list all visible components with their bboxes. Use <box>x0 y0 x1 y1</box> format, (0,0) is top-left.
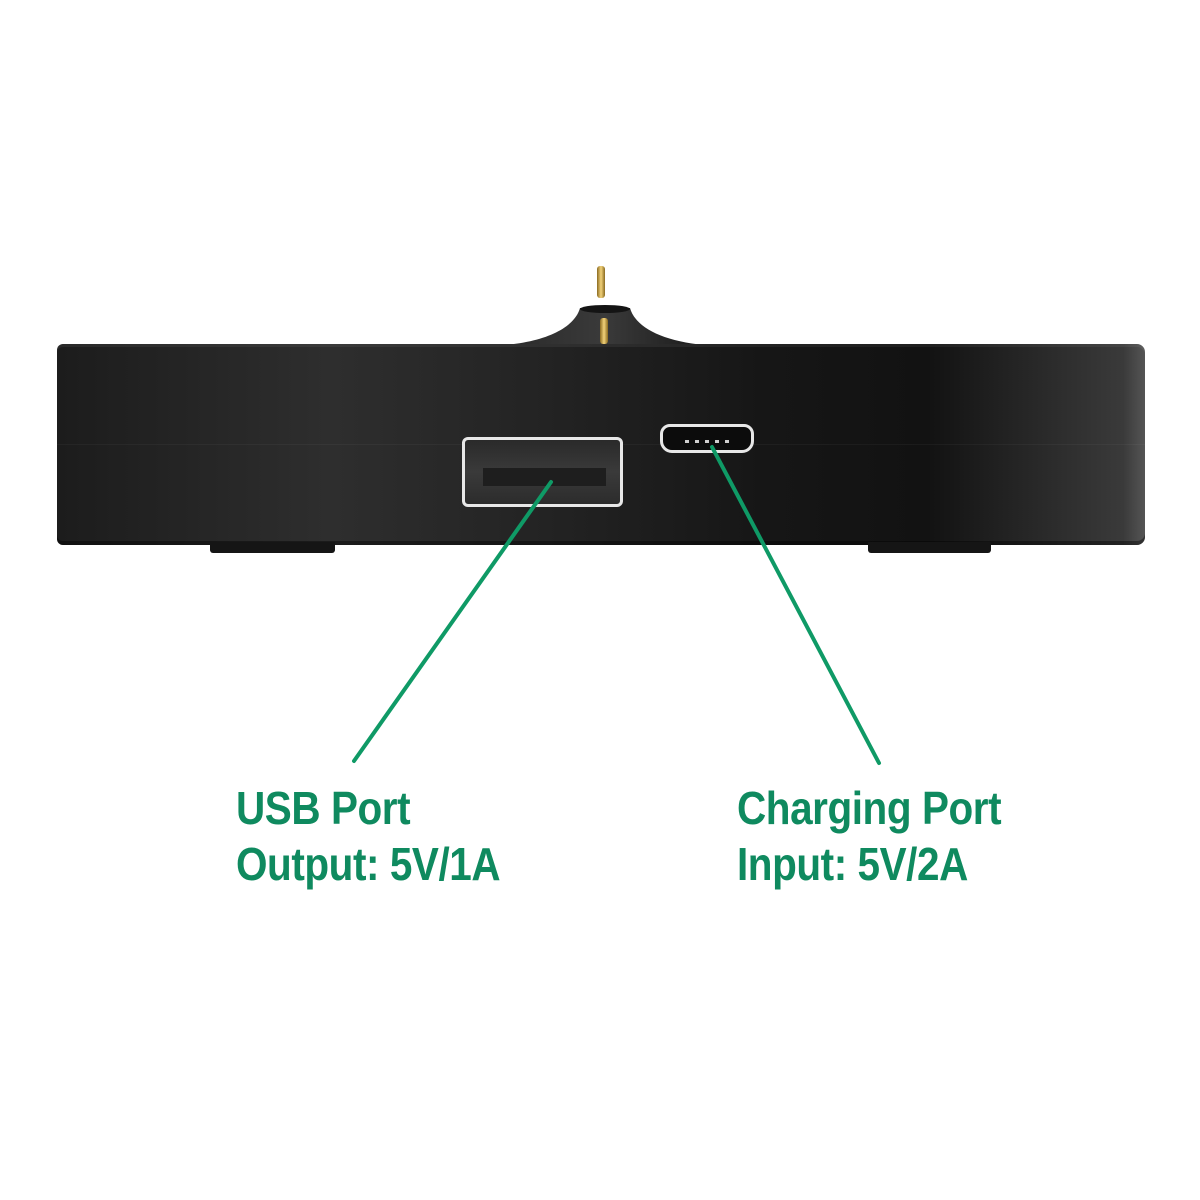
dock-foot-right <box>868 542 991 553</box>
charging-port-callout: Charging Port Input: 5V/2A <box>737 780 1002 892</box>
usb-port-title: USB Port <box>236 782 411 834</box>
usb-port-spec: Output: 5V/1A <box>236 838 501 890</box>
pogo-pin-mount <box>505 305 705 345</box>
usb-a-tongue <box>483 468 606 486</box>
usb-callout-line <box>352 480 553 763</box>
pogo-pin-top <box>597 266 605 298</box>
charging-port-title: Charging Port <box>737 782 1002 834</box>
usb-port-callout: USB Port Output: 5V/1A <box>236 780 501 892</box>
charging-callout-line <box>710 445 881 765</box>
micro-usb-port <box>660 424 754 453</box>
micro-usb-pins <box>685 440 731 443</box>
dock-foot-left <box>210 542 335 553</box>
charging-port-spec: Input: 5V/2A <box>737 838 968 890</box>
